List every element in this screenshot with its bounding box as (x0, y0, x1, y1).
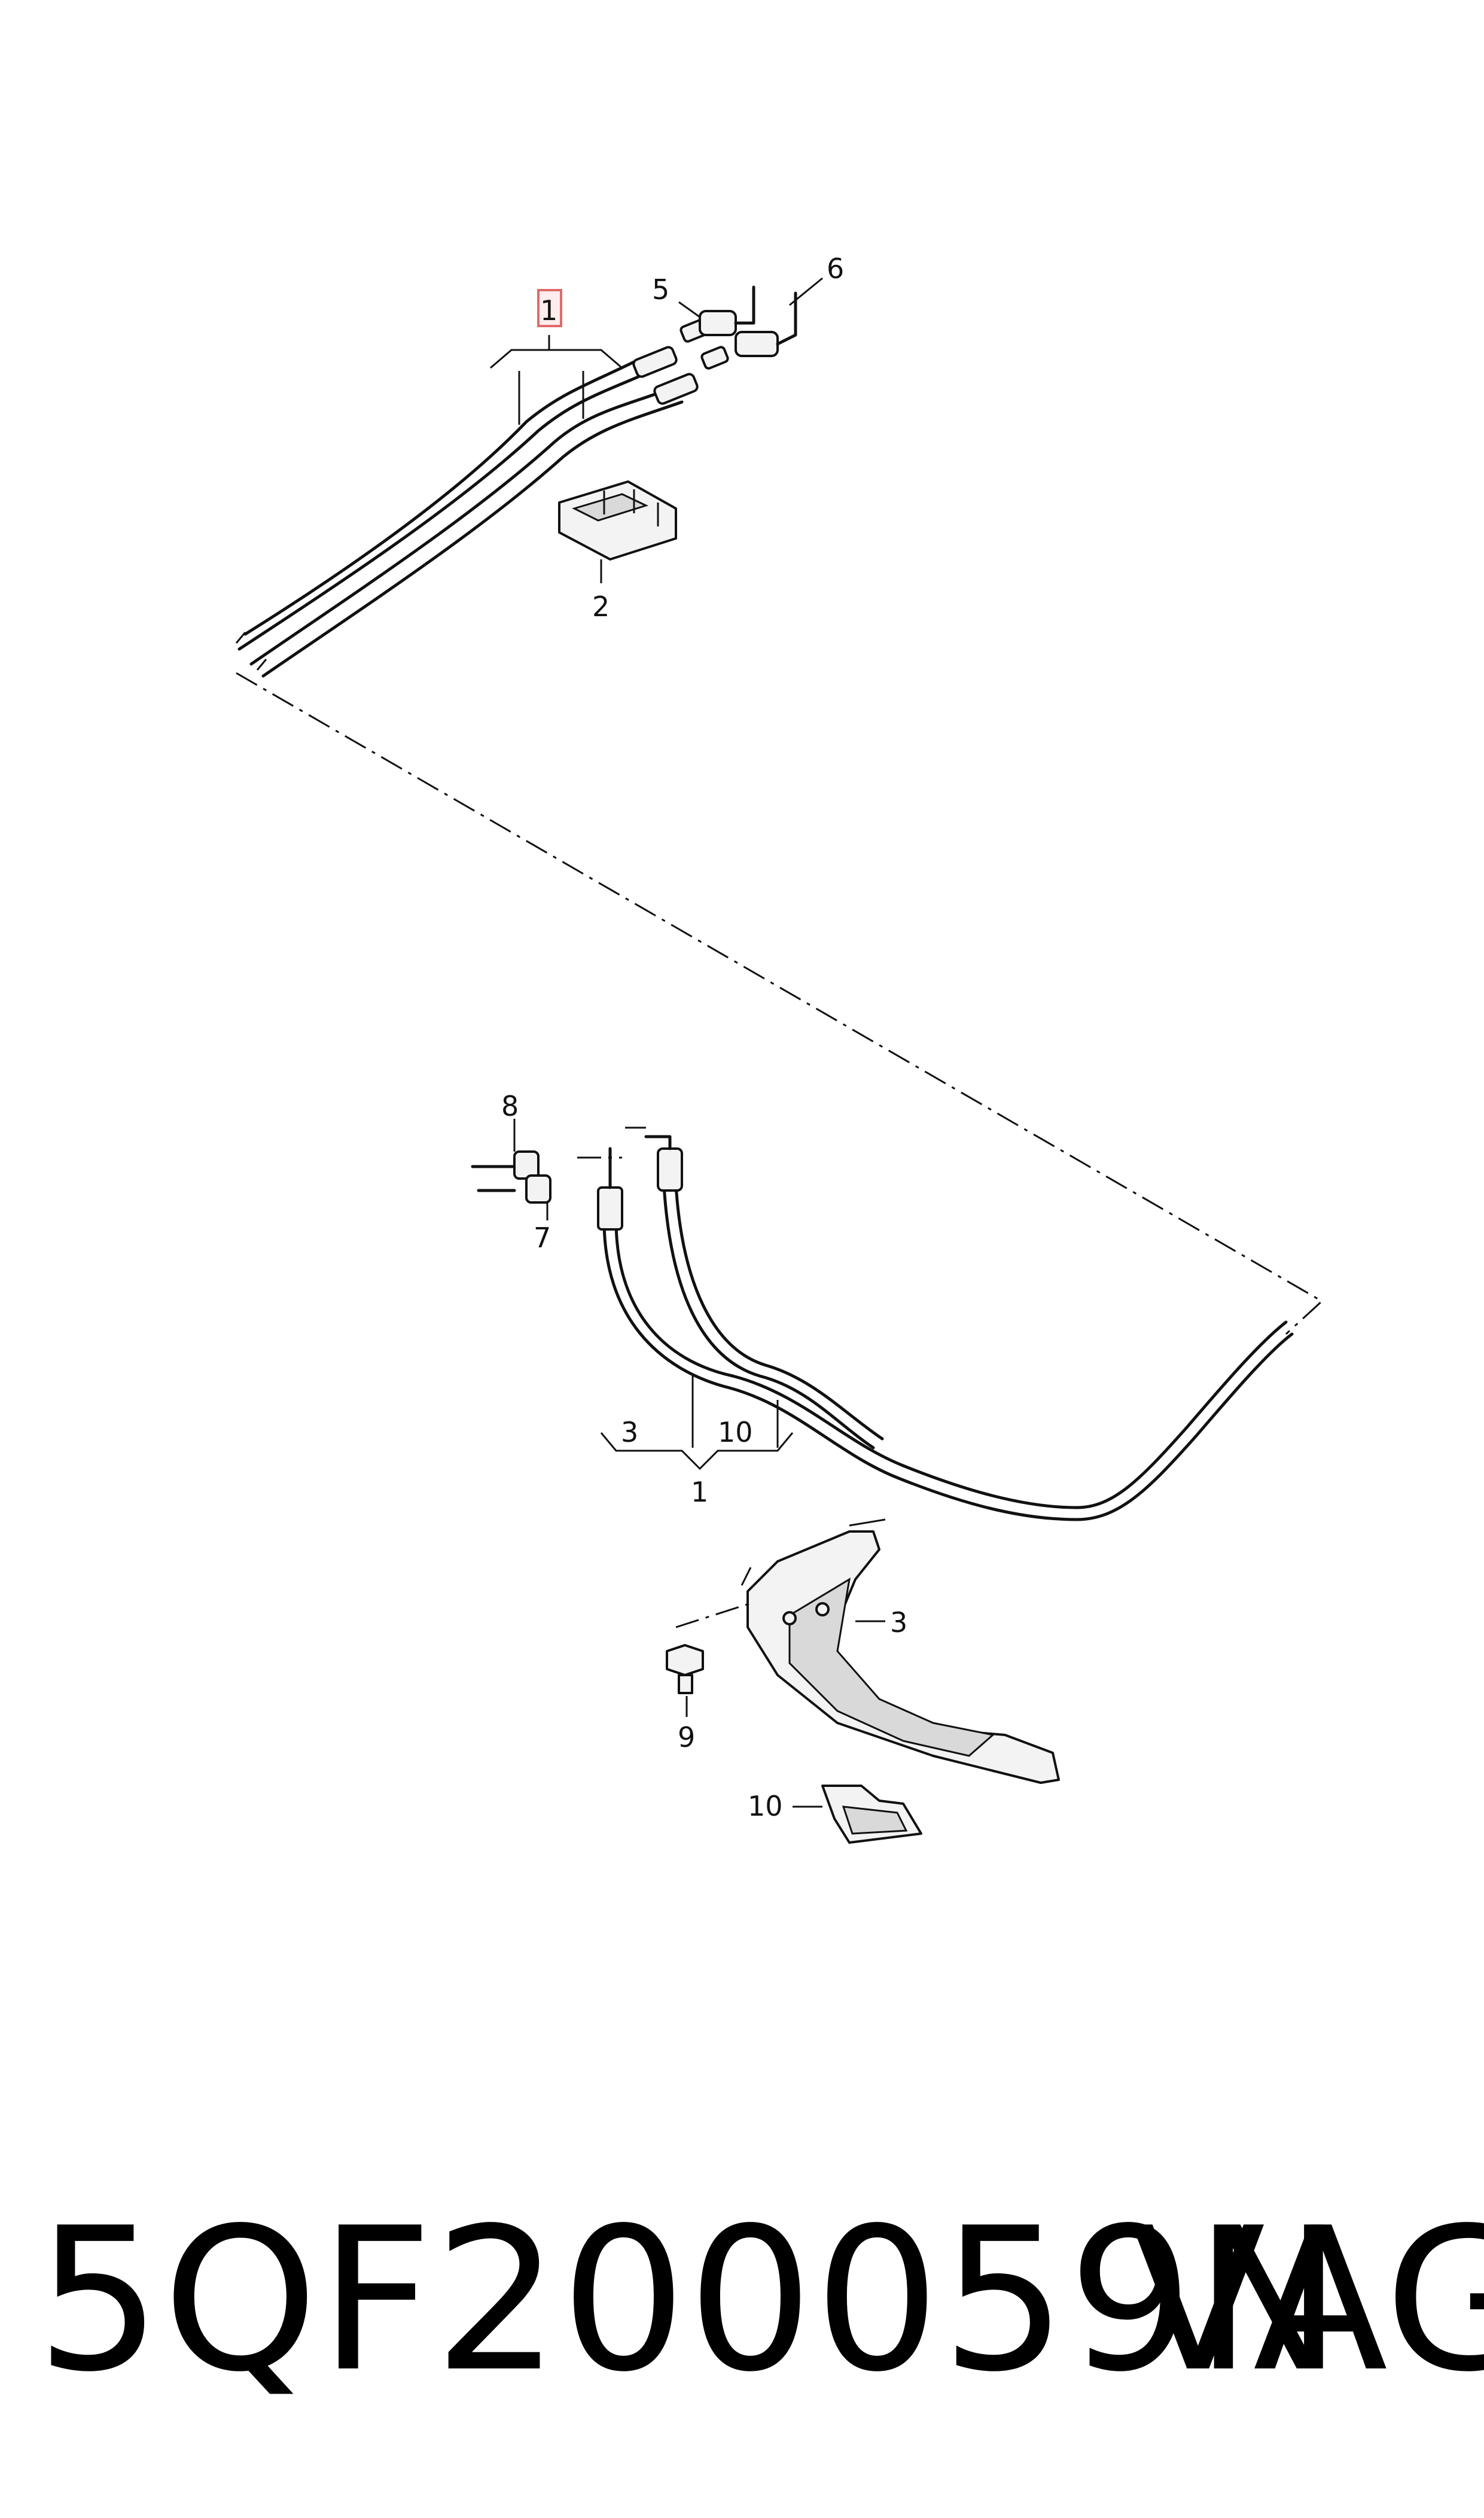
heat-shield-3 (675, 1518, 1060, 1784)
parts-diagram: 1 5 6 2 8 (235, 252, 1324, 1844)
union-fittings-7-8 (471, 1119, 551, 1220)
line-holder-2 (558, 480, 677, 583)
callout-2: 2 (592, 590, 610, 623)
part-number-label: 5QF200059N (36, 2185, 1344, 2415)
callout-6: 6 (827, 252, 844, 285)
brake-line-assembly-lower (577, 1126, 1294, 1521)
callout-9: 9 (678, 1721, 695, 1753)
callout-1-top-bracket (490, 289, 623, 425)
callout-1-lower-bracket (600, 1376, 794, 1470)
callout-5: 5 (652, 273, 669, 306)
union-fitting-6 (735, 277, 823, 357)
callout-3-part: 3 (890, 1606, 907, 1639)
clip-nut-9 (666, 1644, 704, 1717)
callout-1-bottom: 1 (691, 1476, 708, 1508)
callout-10-part: 10 (748, 1790, 783, 1822)
brand-label: VAG (1130, 2185, 1484, 2415)
callout-3-bracket: 3 (621, 1416, 638, 1448)
callout-10-bracket: 10 (718, 1416, 753, 1448)
union-fitting-5 (678, 285, 755, 336)
callout-8: 8 (501, 1090, 519, 1122)
connection-line (236, 672, 1324, 1335)
callout-7: 7 (534, 1222, 551, 1254)
clip-10 (793, 1785, 922, 1844)
brake-line-assembly-upper (235, 319, 729, 678)
callout-1-top: 1 (540, 294, 557, 327)
highlight-box (537, 289, 562, 327)
